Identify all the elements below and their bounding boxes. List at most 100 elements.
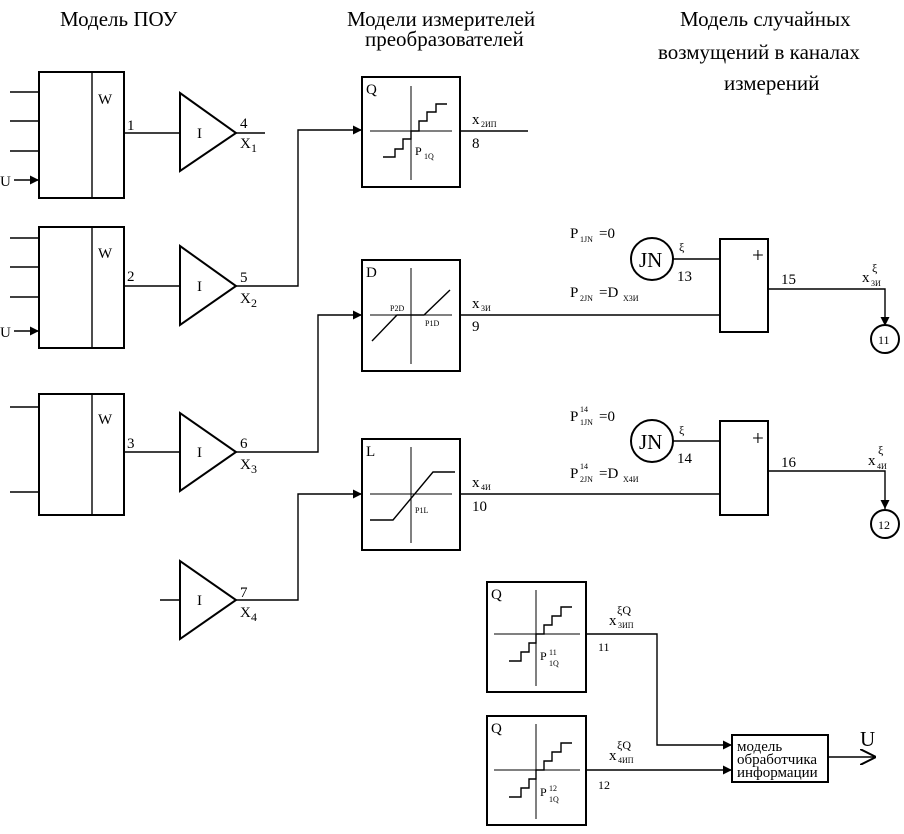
- plant-2-label: W: [98, 246, 113, 262]
- noise-2-xi: ξ: [679, 423, 685, 437]
- quantizer-11-letter: Q: [491, 587, 502, 603]
- integrator-4-label: I: [197, 593, 202, 609]
- quantizer-12-step-curve: [509, 742, 572, 798]
- wire-x2-to-q: [236, 125, 362, 287]
- noise-1-out-sub: 3И: [871, 279, 881, 288]
- sensor-q-param: P: [415, 144, 422, 158]
- integrator-3-label: I: [197, 445, 202, 461]
- sensor-l-out-sub: 4И: [481, 483, 491, 492]
- sensor-d-param-a: P2D: [390, 304, 404, 313]
- quantizer-12-param-sub: 1Q: [549, 795, 559, 804]
- quantizer-11-out-sub: 3ИП: [618, 621, 634, 630]
- noise-1-out-sup: ξ: [872, 261, 878, 275]
- sensor-l-param: P1L: [415, 506, 428, 515]
- quantizer-11-step-curve: [509, 606, 572, 662]
- quantizer-11-param-sub: 1Q: [549, 659, 559, 668]
- integrator-3-var: X: [240, 457, 251, 473]
- sensor-q-letter: Q: [366, 82, 377, 98]
- sensor-d-out-sub: 3И: [481, 304, 491, 313]
- noise-2-gen: JN: [639, 430, 662, 454]
- noise-2-p1-val: =0: [599, 409, 615, 425]
- sensor-l-letter: L: [366, 444, 375, 460]
- quantizer-11-param-sup: 11: [549, 648, 557, 657]
- noise-2-out-var: x: [868, 453, 876, 469]
- integrator-3-sub: 3: [251, 462, 257, 476]
- plant-2-node: 2: [127, 269, 135, 285]
- noise-1-p1-val: =0: [599, 226, 615, 242]
- integrator-1-label: I: [197, 126, 202, 142]
- integrator-4-node: 7: [240, 585, 248, 601]
- sensor-d-node: 9: [472, 319, 480, 335]
- integrator-1-node: 4: [240, 116, 248, 132]
- sensor-l-node: 10: [472, 499, 487, 515]
- wire-x4-to-l: [236, 489, 362, 601]
- noise-1-p2-val: =D: [599, 285, 618, 301]
- processor-output: U: [860, 727, 875, 751]
- noise-2-p2-val-sub: X4И: [623, 475, 639, 484]
- header-sensors-line2: преобразователей: [365, 27, 524, 51]
- integrator-2-label: I: [197, 279, 202, 295]
- sensor-l: L P1L x 4И 10: [361, 438, 720, 551]
- quantizer-11-node: 11: [598, 640, 610, 654]
- noise-2-p1-sub: 1JN: [580, 418, 593, 427]
- saturation-l-curve: [370, 471, 455, 521]
- header-plant: Модель ПОУ: [60, 7, 178, 31]
- connector-11-label: 11: [878, 333, 890, 347]
- integrator-3: I 6 X 3: [124, 411, 257, 493]
- noise-channel-1: P 1JN =0 P 2JN =D X3И JN ξ 13 + 15 x 3И …: [570, 226, 900, 354]
- noise-2-p2: P: [570, 466, 578, 482]
- noise-1-gen: JN: [639, 248, 662, 272]
- noise-1-p2-val-sub: X3И: [623, 294, 639, 303]
- integrator-1: I 4 X 1: [124, 91, 265, 173]
- connector-11: [870, 324, 900, 354]
- integrator-4-var: X: [240, 605, 251, 621]
- sensor-d-letter: D: [366, 265, 377, 281]
- summator-2: [719, 420, 769, 516]
- integrator-1-sub: 1: [251, 141, 257, 155]
- sensor-l-out-var: x: [472, 475, 480, 491]
- wire-x3-to-d: [236, 310, 362, 453]
- quantizer-12-node: 12: [598, 778, 610, 792]
- quantizer-12-out-var: x: [609, 748, 617, 764]
- connector-12-label: 12: [878, 518, 890, 532]
- noise-2-p2-sub: 2JN: [580, 475, 593, 484]
- summator-2-plus: +: [752, 426, 764, 450]
- header-noise-line3: измерений: [724, 71, 819, 95]
- noise-1-xi: ξ: [679, 240, 685, 254]
- summator-1: [719, 238, 769, 333]
- processor-line1: модель: [737, 739, 782, 755]
- sensor-d: D P2D P1D x 3И 9: [361, 259, 720, 372]
- sensor-q-param-sub: 1Q: [424, 152, 434, 161]
- quantizer-11: Q P 11 1Q x 3ИП ξQ 11: [486, 581, 732, 750]
- header-noise-line1: Модель случайных: [680, 7, 851, 31]
- plant-block-1: W U 1: [0, 71, 135, 199]
- noise-2-p1: P: [570, 409, 578, 425]
- noise-2-p2-val: =D: [599, 466, 618, 482]
- plant-1-input: U: [0, 174, 11, 190]
- integrator-4: I 7 X 4: [160, 559, 257, 641]
- quantizer-11-out-var: x: [609, 613, 617, 629]
- plant-block-3: W 3: [10, 393, 135, 516]
- quantizer-12: Q P 12 1Q x 4ИП ξQ 12: [486, 715, 732, 826]
- integrator-3-node: 6: [240, 436, 248, 452]
- plant-block-2: W U 2: [0, 226, 135, 349]
- plant-3-node: 3: [127, 436, 135, 452]
- noise-1-out-var: x: [862, 270, 870, 286]
- noise-1-p1-sub: 1JN: [580, 235, 593, 244]
- header-sensors-line1: Модели измерителей: [347, 7, 535, 31]
- sensor-d-param-b: P1D: [425, 319, 439, 328]
- quantizer-12-letter: Q: [491, 721, 502, 737]
- plant-1-node: 1: [127, 118, 135, 134]
- noise-2-out-node: 16: [781, 455, 797, 471]
- noise-2-out-sup: ξ: [878, 443, 884, 457]
- noise-1-p2-sub: 2JN: [580, 294, 593, 303]
- quantizer-12-out-sub: 4ИП: [618, 756, 634, 765]
- quantizer-11-out-sup: ξQ: [617, 603, 631, 617]
- summator-1-plus: +: [752, 243, 764, 267]
- processor-block: модель обработчика информации U: [731, 727, 876, 783]
- noise-channel-2: P 14 1JN =0 P 14 2JN =D X4И JN ξ 14 + 16…: [570, 405, 900, 539]
- integrator-2-node: 5: [240, 270, 248, 286]
- sensor-q: Q P 1Q x 2ИП 8: [361, 76, 528, 188]
- sensor-d-out-var: x: [472, 296, 480, 312]
